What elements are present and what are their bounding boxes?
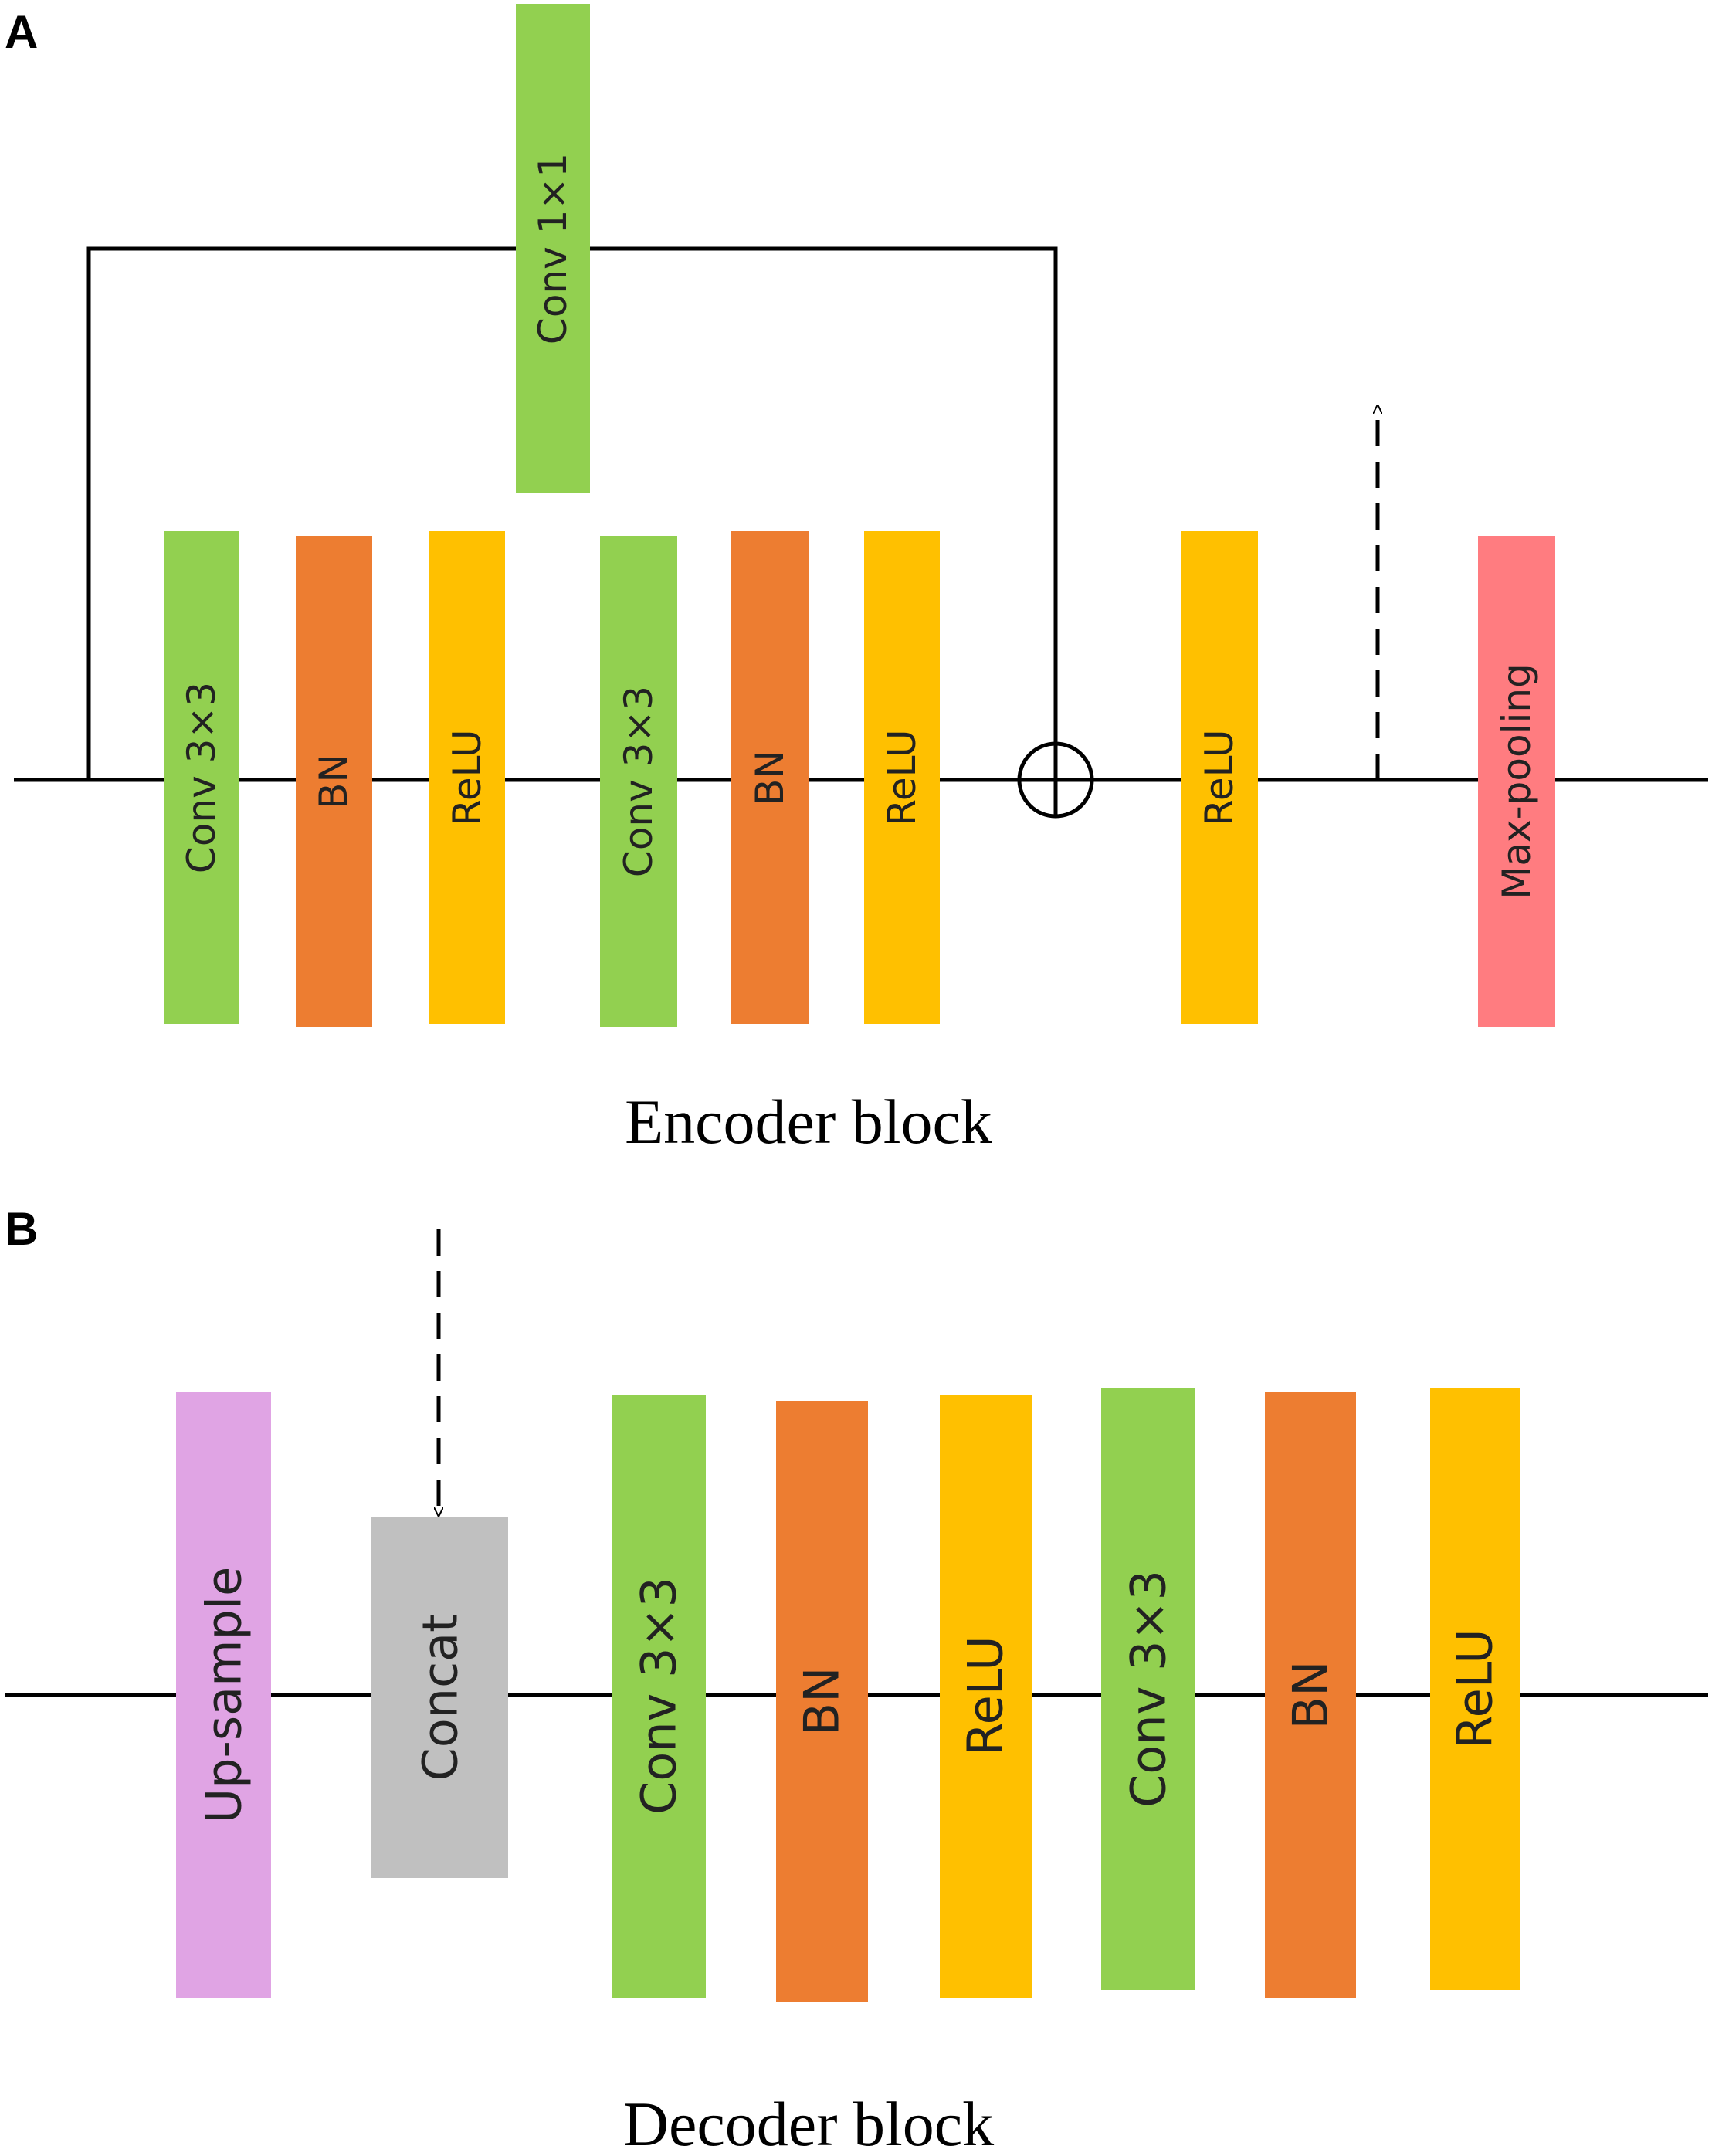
encoder-relu2-rect <box>864 531 940 1024</box>
decoder-relu2-rect <box>1430 1388 1520 1990</box>
encoder-bn2-label: BN <box>748 750 792 805</box>
circle-plus-icon <box>1017 741 1094 819</box>
decoder-block-bn1: BN <box>776 1401 868 2002</box>
encoder-caption: Encoder block <box>625 1086 992 1157</box>
encoder-relu3-label: ReLU <box>1197 729 1242 825</box>
encoder-relu1-label: ReLU <box>445 729 490 825</box>
decoder-block-conv1: Conv 3×3 <box>612 1395 706 1998</box>
encoder-relu2-label: ReLU <box>880 729 924 825</box>
decoder-block-upsample: Up-sample <box>176 1392 271 1998</box>
encoder-relu1-rect <box>429 531 505 1024</box>
encoder-relu3-rect <box>1181 531 1258 1024</box>
encoder-block-relu2: ReLU <box>864 531 940 1024</box>
panel-a-letter: A <box>5 6 38 58</box>
encoder-block-relu1: ReLU <box>429 531 505 1024</box>
decoder-bn2-label: BN <box>1283 1661 1339 1730</box>
decoder-bn2-rect <box>1265 1392 1356 1998</box>
decoder-conv1-rect <box>612 1395 706 1998</box>
encoder-shortcut-conv: Conv 1×1 <box>516 4 590 493</box>
encoder-bn2-rect <box>731 531 809 1024</box>
encoder-bn1-label: BN <box>311 754 356 809</box>
decoder-concat-rect <box>371 1517 508 1878</box>
decoder-bn1-label: BN <box>794 1667 850 1736</box>
decoder-relu1-label: ReLU <box>958 1636 1014 1755</box>
decoder-upsample-rect <box>176 1392 271 1998</box>
decoder-block-concat: Concat <box>371 1517 508 1878</box>
encoder-block-maxpool: Max-pooling <box>1478 536 1555 1027</box>
decoder-block-bn2: BN <box>1265 1392 1356 1998</box>
encoder-conv1-rect <box>164 531 239 1024</box>
decoder-conv2-rect <box>1101 1388 1195 1990</box>
encoder-block-conv1: Conv 3×3 <box>164 531 239 1024</box>
encoder-bn1-rect <box>296 536 372 1027</box>
encoder-block-conv2: Conv 3×3 <box>600 536 677 1027</box>
encoder-maxpool-label: Max-pooling <box>1494 663 1539 900</box>
encoder-maxpool-rect <box>1478 536 1555 1027</box>
encoder-conv2-rect <box>600 536 677 1027</box>
decoder-block-relu2: ReLU <box>1430 1388 1520 1990</box>
panel-b-letter: B <box>5 1203 38 1255</box>
decoder-bn1-rect <box>776 1401 868 2002</box>
encoder-conv1-label: Conv 3×3 <box>179 682 224 873</box>
encoder-block-relu3: ReLU <box>1181 531 1258 1024</box>
encoder-block-bn2: BN <box>731 531 809 1024</box>
decoder-caption: Decoder block <box>623 2089 994 2156</box>
decoder-relu1-rect <box>940 1395 1032 1998</box>
decoder-relu2-label: ReLU <box>1447 1629 1504 1748</box>
encoder-shortcut-conv-label: Conv 1×1 <box>531 153 575 344</box>
encoder-shortcut-conv-rect <box>516 4 590 493</box>
encoder-block-bn1: BN <box>296 536 372 1027</box>
decoder-conv2-label: Conv 3×3 <box>1120 1570 1177 1808</box>
decoder-block-conv2: Conv 3×3 <box>1101 1388 1195 1990</box>
decoder-conv1-label: Conv 3×3 <box>631 1577 687 1815</box>
decoder-block-relu1: ReLU <box>940 1395 1032 1998</box>
decoder-upsample-label: Up-sample <box>196 1567 253 1824</box>
decoder-concat-label: Concat <box>412 1614 469 1781</box>
encoder-conv2-label: Conv 3×3 <box>616 686 661 877</box>
